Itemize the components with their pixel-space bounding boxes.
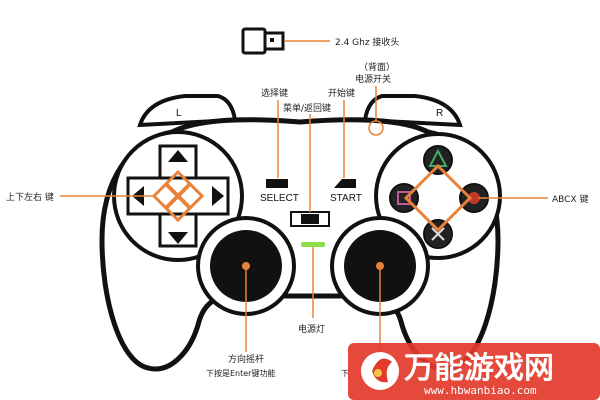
select-button	[266, 179, 288, 188]
abcx-keys-label: ABCX 键	[552, 193, 588, 205]
dpad-keys-label: 上下左右 键	[6, 191, 54, 203]
menu-back-key-label: 菜单/返回键	[283, 102, 331, 114]
receiver-label: 2.4 Ghz 接收头	[335, 36, 399, 48]
l-button-label: L	[176, 108, 182, 119]
watermark-text: 万能游戏网	[404, 351, 554, 386]
joystick-note-label: 下按是Enter键功能	[206, 368, 275, 378]
start-key-label: 开始键	[328, 87, 355, 99]
select-key-label: 选择键	[261, 87, 288, 99]
face-buttons	[389, 145, 489, 249]
dpad-right-icon	[212, 186, 224, 206]
watermark: 万能游戏网 www.hbwanbiao.com	[348, 343, 600, 400]
power-switch-paren-label: （背面）	[359, 61, 395, 73]
start-button-label: START	[330, 193, 362, 204]
r-button-label: R	[436, 108, 443, 119]
joystick-label: 方向摇杆	[228, 353, 264, 365]
usb-receiver-icon	[241, 27, 285, 55]
r-shoulder-button	[362, 94, 463, 128]
start-button	[334, 179, 356, 188]
select-button-label: SELECT	[260, 193, 299, 204]
l-shoulder-button	[137, 94, 238, 128]
left-joystick	[196, 216, 296, 316]
right-partial-label: 下	[341, 369, 349, 378]
power-led-icon	[301, 242, 325, 247]
power-switch-label: 电源开关	[355, 73, 391, 85]
dpad-up-icon	[168, 150, 188, 162]
power-led-label: 电源灯	[298, 323, 325, 335]
circle-icon	[468, 192, 480, 204]
watermark-url: www.hbwanbiao.com	[424, 384, 537, 397]
square-icon	[397, 191, 411, 205]
dpad-down-icon	[168, 232, 188, 244]
